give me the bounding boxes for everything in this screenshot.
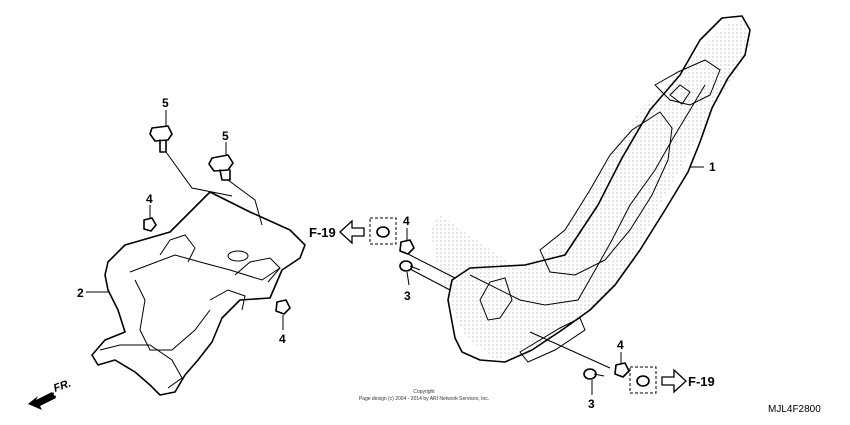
clip-nut-4-b — [275, 299, 291, 315]
ref-bolt-left — [369, 217, 397, 245]
clip-nut-4-a — [143, 217, 157, 232]
clip-nut-4-c — [399, 239, 415, 255]
callout-4-b: 4 — [279, 332, 286, 346]
copyright-line-1: Copyright — [413, 389, 435, 395]
callout-3-lower: 3 — [588, 397, 595, 411]
callout-4-d: 4 — [617, 338, 624, 352]
copyright-line-2: Page design (c) 2004 - 2014 by ARI Netwo… — [359, 396, 489, 402]
callout-5-left: 5 — [162, 96, 169, 110]
ref-f19-left[interactable]: F-19 — [309, 219, 365, 245]
front-direction-label: FR. — [52, 377, 73, 394]
diagram-code: MJL4F2800 — [768, 404, 821, 415]
bolt-5-left — [149, 125, 173, 153]
ref-f19-left-label: F-19 — [309, 225, 336, 240]
callout-1: 1 — [709, 160, 716, 174]
callout-4-c: 4 — [403, 214, 410, 228]
screw-3-lower — [583, 368, 605, 380]
ref-f19-right-label: F-19 — [688, 374, 715, 389]
callout-4-a: 4 — [146, 192, 153, 206]
rear-inner-fender-part — [430, 15, 751, 363]
front-direction-arrow: FR. — [28, 377, 73, 410]
callout-3-upper: 3 — [404, 289, 411, 303]
ref-bolt-right — [629, 366, 657, 394]
callout-2: 2 — [77, 286, 84, 300]
bolt-5-right — [208, 154, 234, 181]
ref-f19-right[interactable]: F-19 — [661, 368, 715, 394]
callout-5-right: 5 — [222, 129, 229, 143]
leader-lines — [86, 110, 704, 395]
clip-nut-4-d — [614, 362, 630, 378]
screw-3-upper — [399, 260, 421, 272]
front-inner-cover-part — [91, 191, 306, 396]
